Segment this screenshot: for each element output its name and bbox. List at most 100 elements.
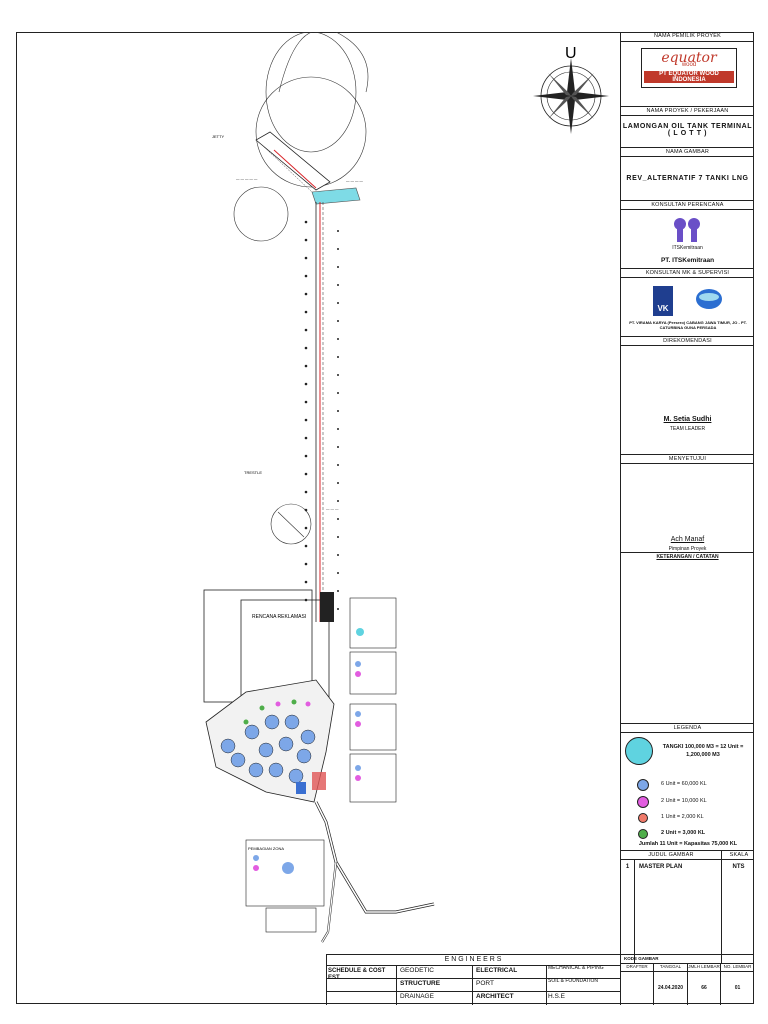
legend-text-3000: 2 Unit = 3,000 KL xyxy=(661,830,706,836)
sheet-title: MASTER PLAN xyxy=(639,864,683,870)
drafter-label: DRAFTER xyxy=(626,964,648,969)
sheets-value: 66 xyxy=(701,985,707,991)
pile-marker xyxy=(337,392,339,394)
recommended-label: DIREKOMENDASI xyxy=(621,336,754,345)
pile-marker xyxy=(337,464,339,466)
storage-tank xyxy=(244,724,260,740)
trestle-detail-circle: — — — xyxy=(270,503,339,545)
reclamation-label: RENCANA REKLAMASI xyxy=(252,614,306,620)
approver-name: Ach Manaf xyxy=(670,536,705,543)
pile-marker xyxy=(337,248,339,250)
approver-role: Pimpinan Proyek xyxy=(668,546,707,552)
jetty-label: JETTY xyxy=(212,134,225,139)
pile-marker xyxy=(304,526,308,530)
legend-text-1-unit: 1 Unit = 2,000 KL xyxy=(661,814,704,820)
date-label: TANGGAL xyxy=(659,964,682,969)
legend-swatch-3000 xyxy=(638,829,648,839)
pile-marker xyxy=(304,274,308,278)
legend-area: TANGKI 100,000 M3 = 12 Unit = 1,200,000 … xyxy=(621,732,754,850)
drawing-name: REV_ALTERNATIF 7 TANKI LNG xyxy=(621,156,754,200)
legend-swatch-6-unit xyxy=(637,779,649,791)
engineer-structure: STRUCTURE xyxy=(400,980,441,987)
small-tank xyxy=(243,719,249,725)
legend-swatch-2-unit xyxy=(637,796,649,808)
legend-total: Jumlah 11 Unit = Kapasitas 75,000 KL xyxy=(638,841,738,847)
pile-marker xyxy=(337,230,339,232)
notes-area xyxy=(621,561,754,723)
pile-marker xyxy=(337,590,339,592)
pile-marker xyxy=(337,356,339,358)
trestle-label: TRESTLE xyxy=(244,470,262,475)
drawing-title-area: 1 MASTER PLAN NTS xyxy=(621,859,754,963)
berth-arc-right xyxy=(335,32,369,93)
storage-tank xyxy=(220,738,236,754)
pile-marker xyxy=(304,292,308,296)
pile-marker xyxy=(337,302,339,304)
zone-legend-swatches: PEMBAGIAN ZONA xyxy=(248,628,364,874)
pile-marker xyxy=(337,284,339,286)
pile-marker xyxy=(304,562,308,566)
turning-circle-small xyxy=(233,186,289,242)
zoning-label: PEMBAGIAN ZONA xyxy=(248,846,284,851)
north-letter: U xyxy=(565,45,577,62)
berth-arc xyxy=(278,32,326,93)
approved-label: MENYETUJUI xyxy=(621,454,754,463)
trestle-line: TRESTLE xyxy=(244,202,339,622)
sheet-number: 1 xyxy=(621,860,635,963)
small-tank xyxy=(305,701,311,707)
storage-tank xyxy=(264,714,280,730)
pile-marker xyxy=(337,338,339,340)
storage-tank xyxy=(284,714,300,730)
owner-logo: equator wood PT EQUATOR WOOD INDONESIA xyxy=(641,48,737,88)
engineers-bar: E N G I N E E R S SCHEDULE & COST EST. G… xyxy=(326,954,754,1005)
pile-marker xyxy=(304,418,308,422)
pile-marker xyxy=(304,328,308,332)
drawing-name-label: NAMA GAMBAR xyxy=(621,147,754,156)
project-name: LAMONGAN OIL TANK TERMINAL ( L O T T ) xyxy=(621,115,754,145)
jetty-head: JETTY — — — — — — — — — xyxy=(212,131,363,205)
tank-farm xyxy=(205,679,335,803)
legend-swatch-1-unit xyxy=(638,813,648,823)
pile-marker xyxy=(337,518,339,520)
storage-tank xyxy=(300,729,316,745)
turning-circle-mid xyxy=(255,76,367,188)
engineer-port: PORT xyxy=(476,980,494,987)
pile-marker xyxy=(304,490,308,494)
pile-marker xyxy=(304,508,308,512)
schedule-label: SCHEDULE & COST EST. xyxy=(328,968,386,981)
pile-marker xyxy=(304,580,308,584)
turning-circles xyxy=(233,32,369,242)
engineer-drainage: DRAINAGE xyxy=(400,993,434,1000)
pile-marker xyxy=(304,238,308,242)
drawing-title-label: JUDUL GAMBAR xyxy=(648,852,694,858)
turning-circle-large xyxy=(265,32,357,153)
svg-text:— — — — —: — — — — — xyxy=(236,177,258,181)
storage-tank xyxy=(268,762,284,778)
owner-logo-area: equator wood PT EQUATOR WOOD INDONESIA xyxy=(621,41,754,89)
small-tank xyxy=(259,705,265,711)
pile-marker xyxy=(304,400,308,404)
planner-name: PT. ITSKemitraan xyxy=(660,257,715,264)
recommended-area: M. Setia Sudhi TEAM LEADER xyxy=(621,345,754,439)
trestle-pile-markers xyxy=(304,220,339,610)
storage-tank xyxy=(288,768,304,784)
pile-marker xyxy=(304,544,308,548)
pile-marker xyxy=(304,364,308,368)
pile-marker xyxy=(304,436,308,440)
legend-text-2-unit: 2 Unit = 10,000 KL xyxy=(661,798,707,804)
sheets-label: JMLH LEMBAR xyxy=(688,964,720,969)
engineer-soil: SOIL & FOUNDATION xyxy=(548,978,599,984)
pile-marker xyxy=(304,256,308,260)
pile-marker xyxy=(337,446,339,448)
pile-marker xyxy=(337,608,339,610)
pile-marker xyxy=(337,374,339,376)
project-name-line2: ( L O T T ) xyxy=(667,130,708,137)
sheet-no-label: NO. LEMBAR xyxy=(723,964,752,969)
access-road xyxy=(314,801,435,943)
owner-label: NAMA PEMILIK PROYEK xyxy=(653,33,722,39)
storage-tank xyxy=(258,742,274,758)
planner-logo-text: ITSKemitraan xyxy=(672,245,703,251)
master-plan-drawing: JETTY — — — — — — — — — TRESTLE — — — RE… xyxy=(203,32,435,943)
storage-tank xyxy=(230,752,246,768)
planner-logo-icon xyxy=(673,218,700,242)
